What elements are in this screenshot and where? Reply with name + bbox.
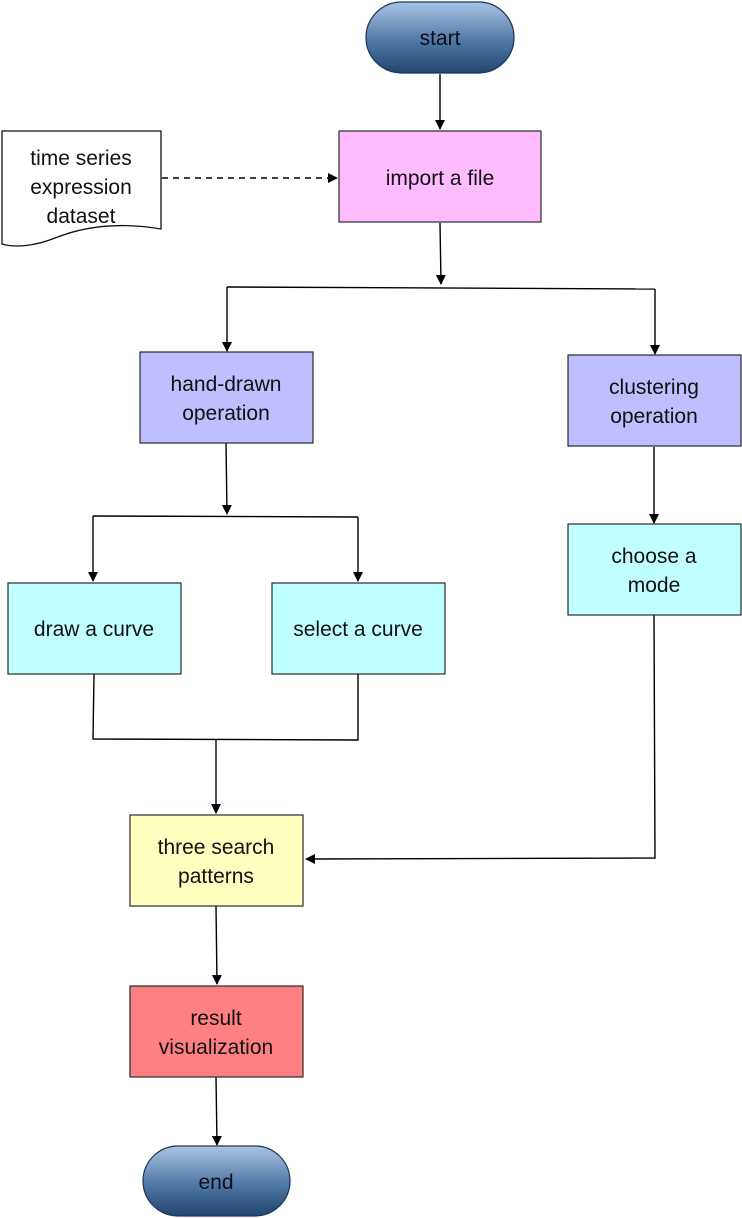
clustering-box (567, 354, 742, 447)
result-visualization-box (129, 985, 304, 1078)
import-file-node: import a file (338, 130, 542, 223)
document-shape (1, 130, 162, 247)
dataset-line-3: dataset (47, 205, 116, 228)
end-label: end (198, 1171, 233, 1194)
result-visualization-line-1: result (190, 1007, 242, 1030)
select-curve-node: select a curve (271, 582, 446, 675)
split-bar-top (226, 286, 656, 290)
edge-import-to-split (435, 222, 446, 285)
end-node: end (142, 1145, 291, 1217)
search-patterns-node: three search patterns (129, 814, 304, 907)
search-patterns-box (129, 814, 304, 907)
search-patterns-line-2: patterns (178, 865, 254, 888)
clustering-node: clustering operation (567, 354, 742, 447)
edge-search-to-result (211, 905, 222, 985)
edge-result-to-end (211, 1076, 222, 1146)
hand-drawn-node: hand-drawn operation (139, 351, 314, 444)
choose-mode-node: choose a mode (567, 523, 742, 616)
edge-hand-drawn-to-split (221, 442, 232, 515)
start-node: start (365, 1, 515, 74)
search-patterns-line-1: three search (158, 836, 275, 859)
choose-mode-line-2: mode (628, 574, 681, 597)
hand-drawn-line-1: hand-drawn (171, 373, 282, 396)
dataset-node: time series expression dataset (1, 130, 162, 247)
import-file-box (338, 130, 542, 223)
clustering-line-2: operation (610, 405, 698, 428)
choose-mode-box (567, 523, 742, 616)
import-file-label: import a file (386, 167, 495, 190)
clustering-line-1: clustering (609, 376, 699, 399)
merge-bar-curves (92, 673, 359, 741)
dataset-line-2: expression (30, 176, 132, 199)
select-curve-label: select a curve (293, 618, 423, 641)
choose-mode-line-1: choose a (611, 545, 697, 568)
dataset-line-1: time series (30, 147, 132, 170)
draw-curve-box (7, 582, 182, 675)
select-curve-box (271, 582, 446, 675)
result-visualization-node: result visualization (129, 985, 304, 1078)
hand-drawn-box (139, 351, 314, 444)
edge-choose-mode-to-search (305, 614, 656, 864)
start-terminator-shape (365, 1, 515, 74)
hand-drawn-line-2: operation (182, 402, 270, 425)
split-bar-hand-drawn (92, 515, 359, 518)
draw-curve-label: draw a curve (34, 618, 154, 641)
start-label: start (420, 27, 461, 50)
end-terminator-shape (142, 1145, 291, 1217)
edges (88, 74, 660, 1146)
result-visualization-line-2: visualization (159, 1036, 273, 1059)
draw-curve-node: draw a curve (7, 582, 182, 675)
